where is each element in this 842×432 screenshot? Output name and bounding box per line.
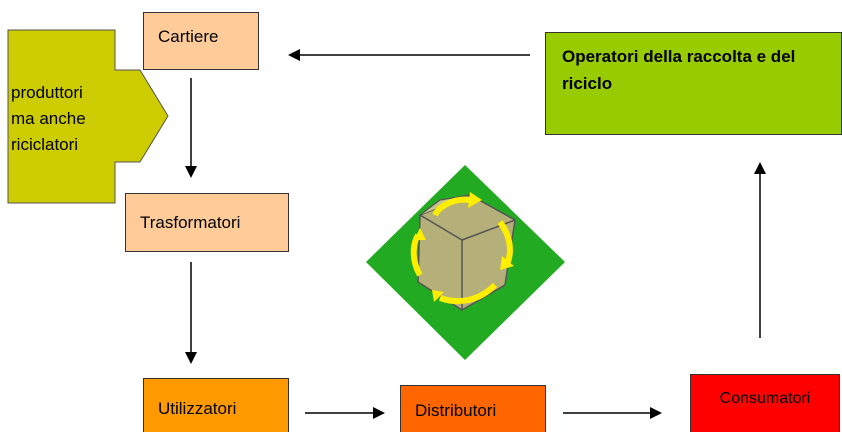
node-cartiere: Cartiere [143,12,259,70]
node-utilizzatori: Utilizzatori [143,378,289,432]
node-consumatori: Consumatori [690,374,840,432]
node-distributori-label: Distributori [415,401,497,420]
produttori-line-2: ma anche [11,109,86,128]
recycling-box-icon [366,165,565,360]
produttori-line-1: produttori [11,83,83,102]
node-operatori-label: Operatori della raccolta e del riciclo [562,47,796,93]
node-trasformatori-label: Trasformatori [140,212,241,232]
produttori-label: produttori ma anche riciclatori [11,80,121,158]
produttori-line-3: riciclatori [11,135,79,154]
node-utilizzatori-label: Utilizzatori [158,398,237,418]
produttori-block-arrow [7,29,169,204]
node-operatori: Operatori della raccolta e del riciclo [545,32,842,135]
node-trasformatori: Trasformatori [125,193,289,252]
node-consumatori-label: Consumatori [719,389,811,407]
node-distributori: Distributori [400,385,546,432]
node-cartiere-label: Cartiere [158,27,219,46]
